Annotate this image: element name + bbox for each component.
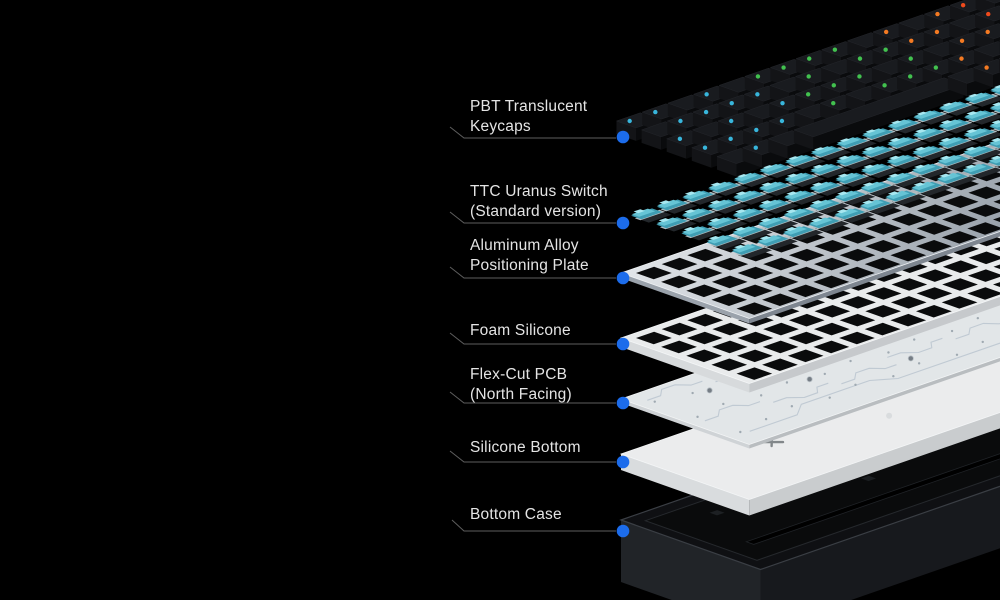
marker-dot-plate [616, 271, 630, 285]
layer-switches [631, 84, 1000, 259]
marker-dot-switch [616, 216, 630, 230]
label-switch: TTC Uranus Switch (Standard version) [470, 183, 608, 220]
marker-dot-keycaps [616, 130, 630, 144]
leader-line-silicone [449, 450, 616, 463]
label-silicone: Silicone Bottom [470, 439, 581, 456]
layer-keycaps [615, 0, 1000, 177]
label-foam: Foam Silicone [470, 322, 571, 339]
marker-dot-pcb [616, 396, 630, 410]
marker-dot-foam [616, 337, 630, 351]
marker-dot-silicone [616, 455, 630, 469]
label-pcb: Flex-Cut PCB (North Facing) [470, 366, 572, 403]
leader-line-keycaps [449, 126, 616, 139]
label-case: Bottom Case [470, 506, 562, 523]
leader-line-foam [449, 332, 616, 345]
leader-line-case [451, 519, 616, 532]
callout-leaders [449, 126, 630, 538]
exploded-keyboard-illustration [615, 0, 1000, 600]
leader-line-switch [449, 211, 616, 224]
marker-dot-case [616, 524, 630, 538]
leader-line-plate [449, 266, 616, 279]
leader-line-pcb [449, 391, 616, 404]
label-keycaps: PBT Translucent Keycaps [470, 98, 588, 135]
label-plate: Aluminum Alloy Positioning Plate [470, 237, 589, 274]
